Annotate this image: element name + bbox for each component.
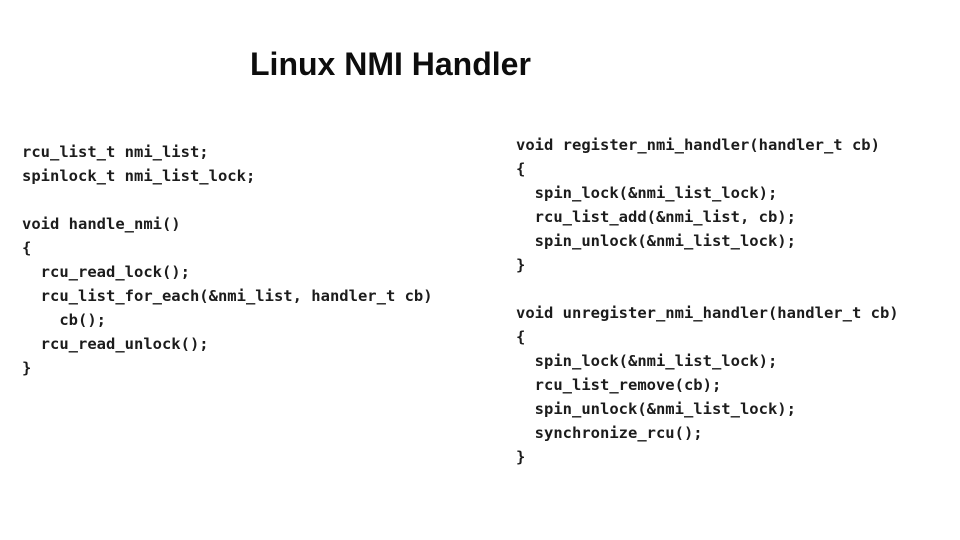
code-column-right: void register_nmi_handler(handler_t cb) … (516, 136, 899, 466)
slide-title: Linux NMI Handler (250, 46, 531, 82)
code-column-left: rcu_list_t nmi_list; spinlock_t nmi_list… (22, 143, 433, 377)
